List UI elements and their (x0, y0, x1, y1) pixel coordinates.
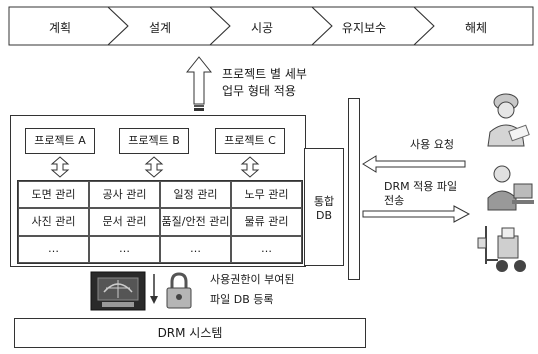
interface-bar (348, 98, 360, 280)
document-management: 문서 관리 (89, 208, 160, 235)
drm-system-box: DRM 시스템 (14, 318, 366, 348)
quality-safety-management: 품질/안전 관리 (160, 208, 231, 235)
double-arrow-icon (143, 156, 165, 178)
phase-maintenance: 유지보수 (324, 19, 404, 36)
drawing-management: 도면 관리 (18, 181, 89, 208)
phase-demolition: 해체 (436, 19, 516, 36)
phase-plan: 계획 (20, 19, 100, 36)
project-a-box: 프로젝트 A (25, 128, 95, 154)
right-arrow-icon (362, 204, 470, 224)
phase-construction: 시공 (222, 19, 302, 36)
down-arrow-icon (150, 274, 158, 304)
usage-request-label: 사용 요청 (410, 138, 454, 152)
logistics-management: 물류 관리 (231, 208, 302, 235)
project-management-frame: 프로젝트 A 프로젝트 B 프로젝트 C 도면 관리 공사 관리 일정 관리 노… (10, 115, 306, 267)
printer-icon (90, 268, 146, 312)
more-cell: … (160, 236, 231, 263)
double-arrow-icon (239, 156, 261, 178)
integrated-db-box: 통합 DB (304, 148, 344, 266)
management-grid: 도면 관리 공사 관리 일정 관리 노무 관리 사진 관리 문서 관리 품질/안… (17, 180, 303, 264)
users-group (476, 88, 536, 278)
double-arrow-icon (49, 156, 71, 178)
phase-bar: 계획 설계 시공 유지보수 해체 (8, 6, 534, 46)
left-arrow-icon (362, 154, 466, 174)
more-cell: … (18, 236, 89, 263)
schedule-management: 일정 관리 (160, 181, 231, 208)
up-arrow-icon (186, 56, 212, 112)
forklift-icon (478, 226, 526, 272)
project-detail-label: 프로젝트 별 세부 업무 형태 적용 (222, 66, 352, 100)
labor-management: 노무 관리 (231, 181, 302, 208)
office-user-icon (488, 166, 534, 210)
lock-icon (164, 272, 194, 310)
construction-management: 공사 관리 (89, 181, 160, 208)
more-cell: … (231, 236, 302, 263)
project-b-box: 프로젝트 B (119, 128, 189, 154)
photo-management: 사진 관리 (18, 208, 89, 235)
phase-design: 설계 (120, 19, 200, 36)
more-cell: … (89, 236, 160, 263)
permission-label: 사용권한이 부여된 파일 DB 등록 (210, 270, 294, 310)
worker-icon (488, 94, 529, 146)
project-c-box: 프로젝트 C (215, 128, 285, 154)
